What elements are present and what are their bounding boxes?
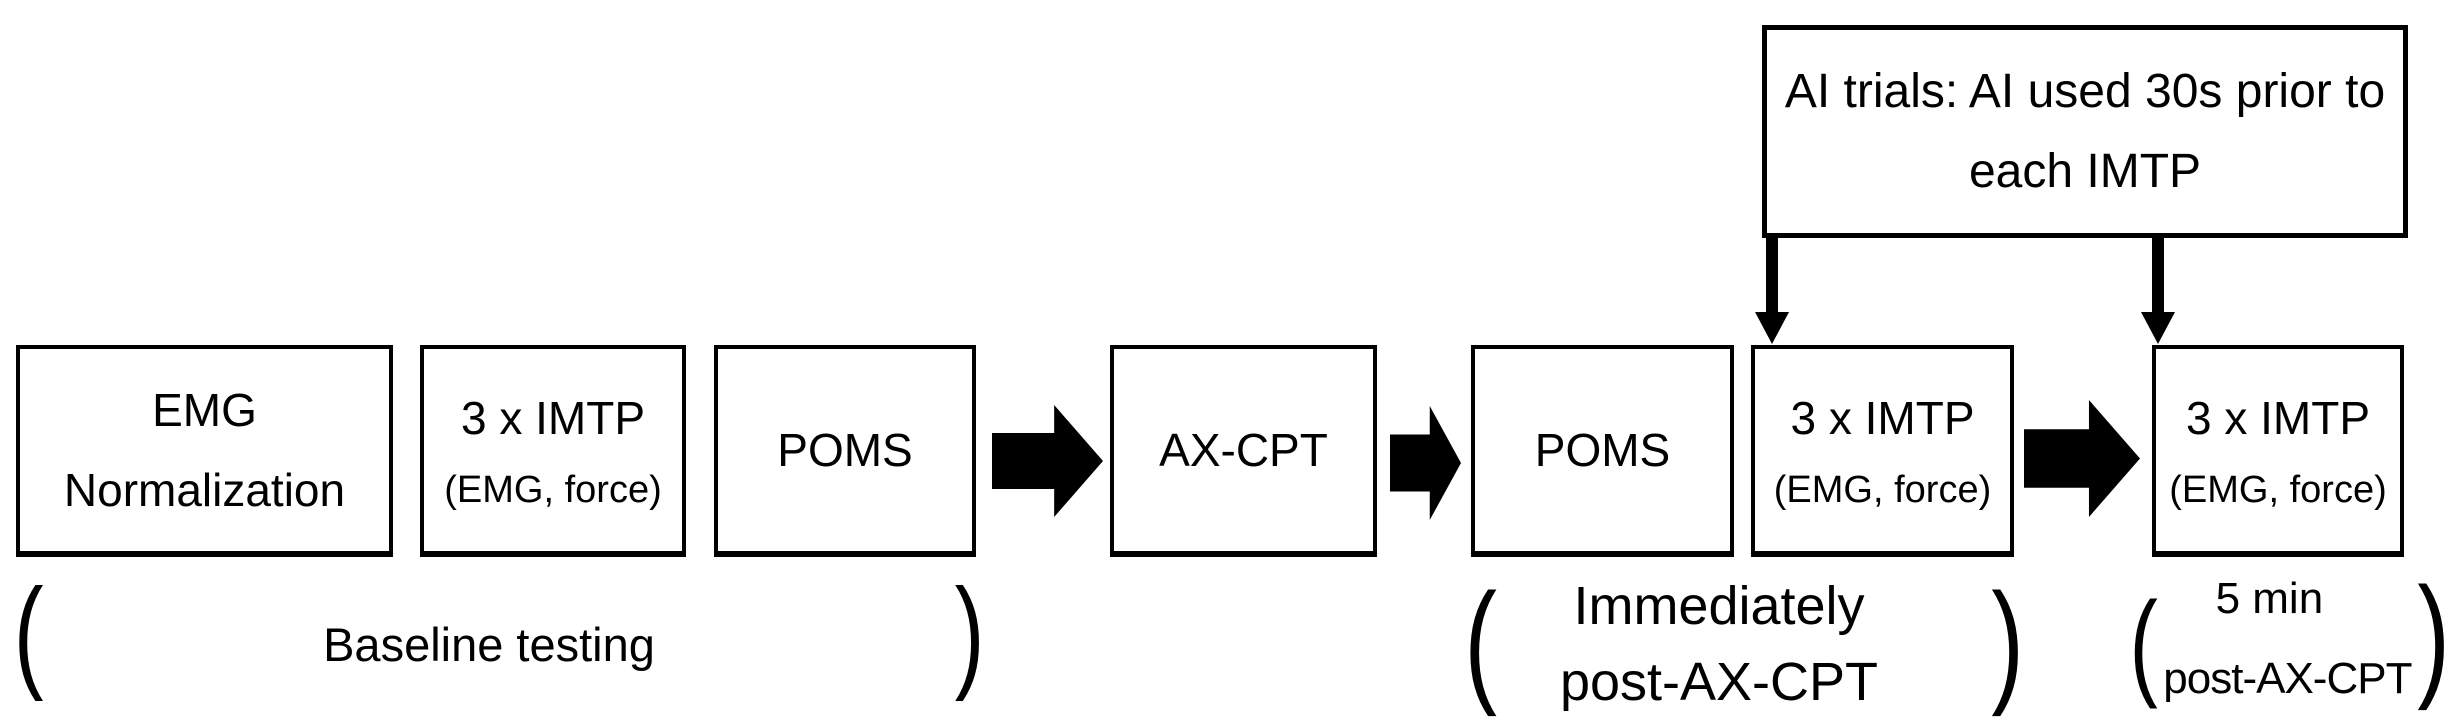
close-paren: ) [1985, 568, 2030, 713]
phase-label-5min-post: 5 min post-AX-CPT [2163, 574, 2412, 703]
close-paren: ) [949, 564, 990, 702]
process-box-imtp-baseline: 3 x IMTP (EMG, force) [420, 345, 686, 557]
process-box-ax-cpt: AX-CPT [1110, 345, 1377, 557]
open-paren: ( [2124, 563, 2163, 705]
process-box-imtp-immediately-post: 3 x IMTP (EMG, force) [1751, 345, 2014, 557]
ai-annotation-box: AI trials: AI used 30s prior to each IMT… [1762, 25, 2408, 238]
box-label: AX-CPT [1159, 424, 1328, 476]
close-paren-glyph: ) [954, 564, 985, 702]
phase-label-immediately-post: Immediately post-AX-CPT [1559, 576, 1879, 712]
open-paren: ( [8, 564, 49, 702]
down-arrow-line-2 [2152, 234, 2164, 314]
process-box-emg-normalization: EMG Normalization [16, 345, 393, 557]
ai-annotation-line2: each IMTP [1968, 144, 2202, 198]
box-sublabel: (EMG, force) [2169, 469, 2387, 511]
process-box-poms-post: POMS [1471, 345, 1734, 557]
box-label: POMS [777, 424, 913, 476]
open-paren: ( [1458, 568, 1503, 713]
box-label: 3 x IMTP [2185, 392, 2371, 444]
phase-label-baseline: Baseline testing [323, 618, 655, 671]
flow-arrow-icon-1 [992, 405, 1103, 517]
box-sublabel: (EMG, force) [444, 469, 662, 511]
box-label: Normalization [63, 464, 346, 516]
process-box-poms-baseline: POMS [714, 345, 976, 557]
close-paren-glyph: ) [1991, 564, 2024, 717]
box-label: 3 x IMTP [1790, 392, 1975, 444]
box-label: POMS [1534, 424, 1671, 476]
close-paren: ) [2411, 563, 2448, 705]
flow-arrow-icon-2 [1390, 406, 1461, 520]
down-arrow-line-1 [1766, 234, 1778, 314]
box-sublabel: (EMG, force) [1773, 469, 1992, 511]
open-paren-glyph: ( [1464, 564, 1497, 717]
phase-bracket-baseline: ( Baseline testing ) [8, 564, 990, 702]
box-label: EMG [152, 384, 257, 436]
phase-bracket-5min-post: ( 5 min post-AX-CPT ) [2124, 563, 2448, 705]
down-arrow-icon-1 [1755, 312, 1789, 344]
phase-bracket-immediately-post: ( Immediately post-AX-CPT ) [1458, 568, 2030, 713]
flow-arrow-icon-3 [2024, 400, 2140, 517]
down-arrow-icon-2 [2141, 312, 2175, 344]
process-box-imtp-5min-post: 3 x IMTP (EMG, force) [2152, 345, 2404, 557]
close-paren-glyph: ) [2417, 559, 2448, 711]
open-paren-glyph: ( [2129, 578, 2158, 710]
box-label: 3 x IMTP [460, 392, 646, 444]
open-paren-glyph: ( [13, 564, 44, 702]
ai-annotation-line1: AI trials: AI used 30s prior to [1784, 64, 2386, 118]
